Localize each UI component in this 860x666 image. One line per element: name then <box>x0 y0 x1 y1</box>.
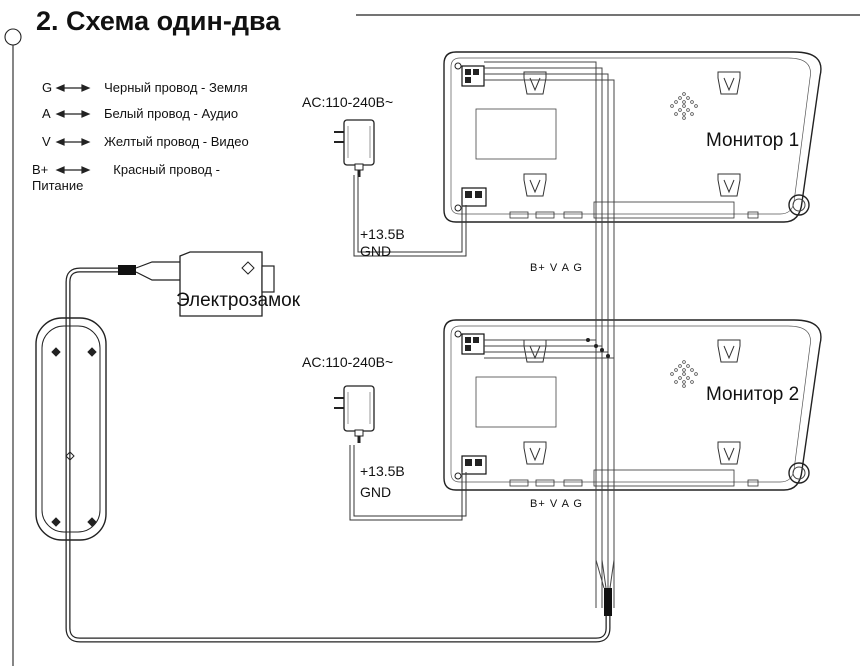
electric-lock-icon <box>179 251 275 317</box>
terminal-label-2: B+ V A G <box>530 498 583 510</box>
lock-label: Электрозамок <box>176 290 301 311</box>
power-label-2: AC:110-240B~ <box>302 354 394 370</box>
voltage-label-1: +13.5B <box>360 226 405 242</box>
legend-text: Черный провод - Земля <box>104 80 248 95</box>
terminal-label-1: B+ V A G <box>530 262 583 274</box>
legend-item-power: B+Красный провод - Питание <box>32 162 247 194</box>
legend-item-audio: A Белый провод - Аудио <box>42 106 238 121</box>
power-label-1: AC:110-240B~ <box>302 94 394 110</box>
monitor-label-2: Монитор 2 <box>706 384 800 405</box>
legend-text: Красный провод - Питание <box>32 162 220 193</box>
legend-code: V <box>42 134 51 149</box>
ground-label-1: GND <box>360 243 392 259</box>
legend-text: Желтый провод - Видео <box>104 134 249 149</box>
legend-text: Белый провод - Аудио <box>104 106 239 121</box>
page-title: 2. Схема один-два <box>36 6 281 36</box>
legend-item-video: V Желтый провод - Видео <box>42 134 249 149</box>
legend-arrows <box>55 84 91 174</box>
monitor-label-1: Монитор 1 <box>706 130 800 151</box>
voltage-label-2: +13.5B <box>360 463 405 479</box>
ground-label-2: GND <box>360 484 392 500</box>
legend-code: G <box>42 80 53 95</box>
legend-code: A <box>42 106 51 121</box>
outdoor-panel-icon <box>35 317 107 541</box>
power-adapter-1-icon <box>332 118 376 179</box>
legend-item-ground: G Черный провод - Земля <box>42 80 248 95</box>
legend-code: B+ <box>32 162 49 177</box>
power-adapter-2-icon <box>332 384 376 445</box>
